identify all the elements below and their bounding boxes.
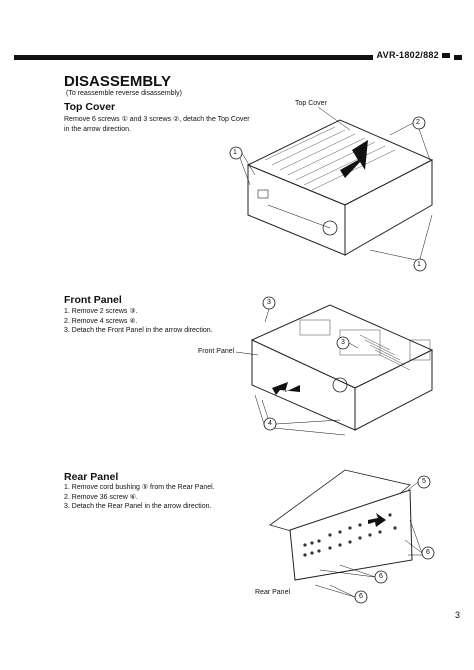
- marker-3-top: 3: [267, 299, 271, 306]
- front-panel-line-3: 3. Detach the Front Panel in the arrow d…: [64, 327, 213, 334]
- marker-2: 2: [416, 119, 420, 126]
- marker-1-bottom: 1: [417, 261, 421, 268]
- rear-panel-line-1: 1. Remove cord bushing ⑤ from the Rear P…: [64, 484, 215, 491]
- marker-5: 5: [422, 478, 426, 485]
- rear-panel-heading: Rear Panel: [64, 471, 119, 483]
- front-panel-callout: Front Panel: [198, 348, 235, 355]
- header-rule: [14, 55, 462, 60]
- front-panel-instructions: 1. Remove 2 screws ③. 2. Remove 4 screws…: [64, 307, 213, 336]
- top-cover-heading: Top Cover: [64, 101, 116, 113]
- front-panel-line-2: 2. Remove 4 screws ④.: [64, 317, 138, 325]
- marker-1-top: 1: [233, 149, 237, 156]
- top-cover-instructions: Remove 6 screws ① and 3 screws ②, detach…: [64, 115, 250, 134]
- marker-4: 4: [268, 420, 272, 427]
- rear-panel-line-2: 2. Remove 36 screw ⑥.: [64, 493, 138, 501]
- page-number: 3: [454, 610, 460, 620]
- front-panel-heading: Front Panel: [64, 294, 122, 306]
- rear-panel-line-3: 3. Detach the Rear Panel in the arrow di…: [64, 503, 212, 510]
- reassembly-note: (To reassemble reverse disassembly): [66, 90, 182, 97]
- marker-6-right: 6: [426, 549, 430, 556]
- top-cover-callout: Top Cover: [295, 100, 327, 107]
- top-cover-line-1: Remove 6 screws ① and 3 screws ②, detach…: [64, 116, 250, 123]
- rear-panel-callout: Rear Panel: [255, 589, 291, 596]
- marker-6-middle: 6: [379, 573, 383, 580]
- rear-panel-instructions: 1. Remove cord bushing ⑤ from the Rear P…: [64, 483, 215, 512]
- marker-6-bottom: 6: [359, 593, 363, 600]
- top-cover-line-2: in the arrow direction.: [64, 125, 131, 133]
- marker-3-inner: 3: [341, 339, 345, 346]
- front-panel-line-1: 1. Remove 2 screws ③.: [64, 308, 138, 315]
- page-title: DISASSEMBLY: [64, 73, 171, 90]
- model-name: AVR-1802/882: [372, 50, 454, 60]
